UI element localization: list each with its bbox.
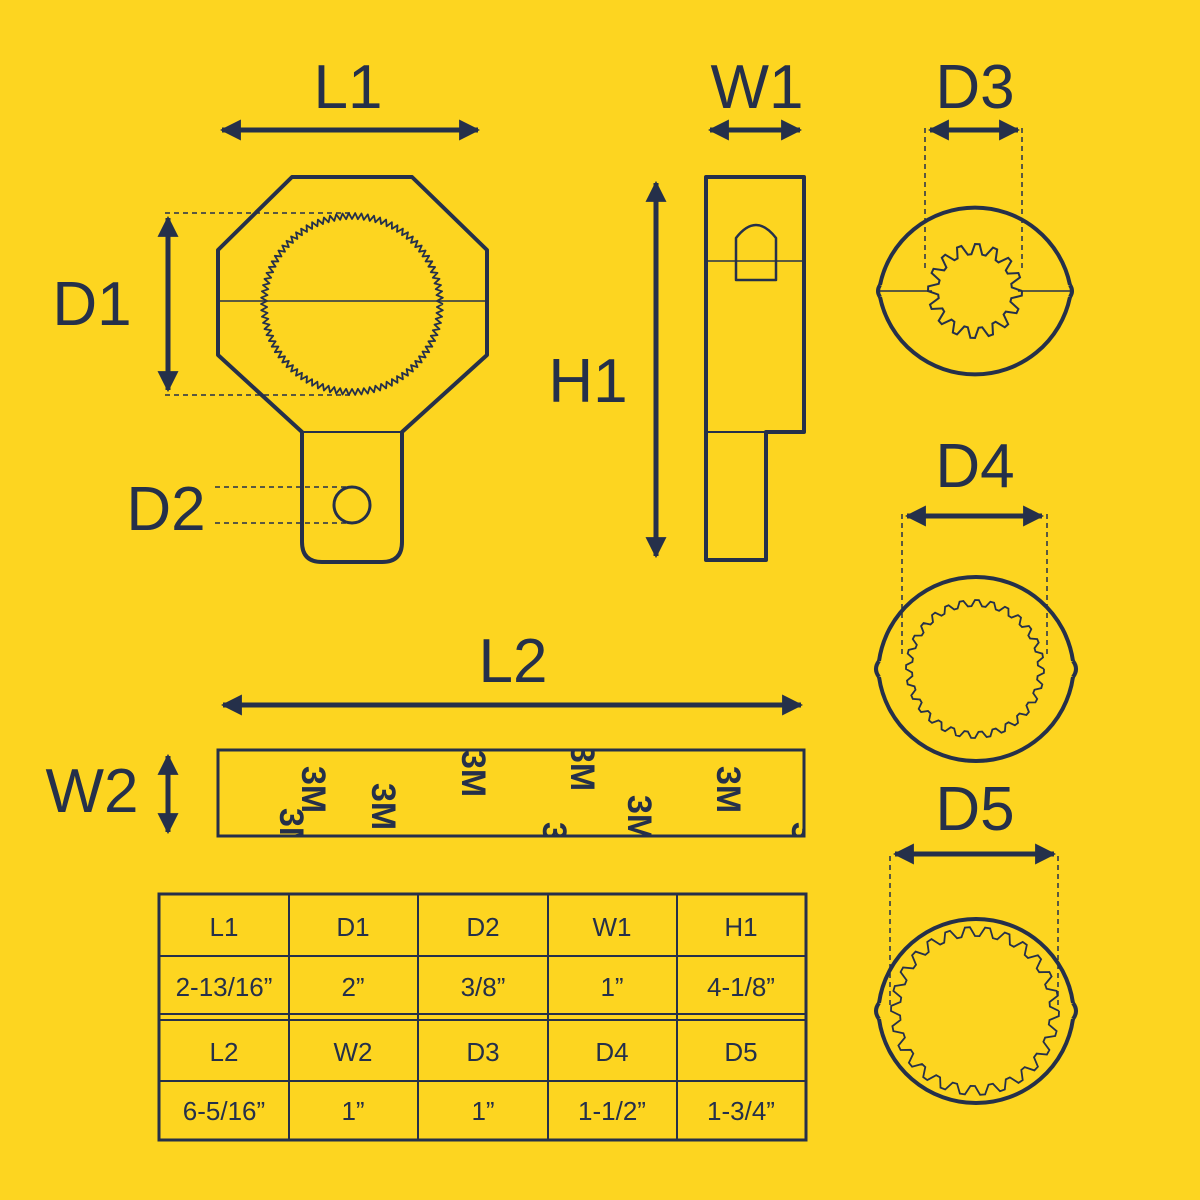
clamp-top-view: [216, 175, 489, 564]
tape-logo: 3M: [784, 822, 822, 869]
table-cell: D1: [336, 912, 369, 942]
insert-d4: [874, 514, 1078, 764]
side-bolt-slot: [734, 223, 778, 282]
table-cell: D2: [466, 912, 499, 942]
label-d4: D4: [935, 432, 1014, 501]
clamp-tab-hole: [332, 485, 372, 525]
label-l2: L2: [479, 627, 548, 696]
insert-d4-serrated-bore: [905, 599, 1045, 739]
spec-table-row: L1 D1 D2 W1 H1: [210, 912, 758, 942]
label-d3: D3: [935, 53, 1014, 122]
table-cell: D3: [466, 1037, 499, 1067]
table-cell: W2: [334, 1037, 373, 1067]
tape-logo: 3M: [620, 795, 658, 842]
insert-d5-ring: [877, 916, 1075, 1106]
label-d2: D2: [126, 475, 205, 544]
spec-table-row: 6-5/16” 1” 1” 1-1/2” 1-3/4”: [183, 1096, 775, 1126]
label-w2: W2: [46, 757, 139, 826]
spec-table-row: 2-13/16” 2” 3/8” 1” 4-1/8”: [176, 972, 775, 1002]
table-cell: 2”: [341, 972, 364, 1002]
table-cell: L2: [210, 1037, 239, 1067]
table-cell: 4-1/8”: [707, 972, 775, 1002]
table-cell: 2-13/16”: [176, 972, 273, 1002]
table-cell: 1-3/4”: [707, 1096, 775, 1126]
label-d1: D1: [52, 270, 131, 339]
tape-logo: 3M: [535, 822, 573, 869]
insert-d4-ring: [877, 574, 1075, 764]
spec-table-row: L2 W2 D3 D4 D5: [210, 1037, 758, 1067]
table-cell: 1”: [341, 1096, 364, 1126]
d1-dimension: [157, 212, 352, 396]
table-cell: L1: [210, 912, 239, 942]
tape-outline: [216, 748, 806, 838]
label-l1: L1: [314, 53, 383, 122]
clamp-body-outline: [216, 175, 489, 564]
insert-d5: [874, 856, 1078, 1106]
insert-d3-serrated-bore: [926, 242, 1023, 340]
tape-logo: 3M: [563, 744, 601, 791]
table-cell: W1: [593, 912, 632, 942]
tape-logo: 3M: [294, 766, 332, 813]
d2-dimension: [215, 486, 352, 524]
insert-d3-ring: [878, 205, 1072, 377]
table-cell: 3/8”: [461, 972, 506, 1002]
table-cell: D4: [595, 1037, 628, 1067]
tape-logo: 3M: [709, 766, 747, 813]
insert-d5-serrated-bore: [890, 926, 1060, 1096]
label-w1: W1: [711, 53, 804, 122]
tape-logo: 3M: [272, 808, 310, 855]
adhesive-tape: 3M 3M 3M 3M 3M 3M 3M 3M 3M: [216, 744, 822, 869]
clamp-side-view: [704, 175, 806, 562]
table-cell: 1-1/2”: [578, 1096, 646, 1126]
label-h1: H1: [548, 347, 627, 416]
table-cell: 1”: [600, 972, 623, 1002]
side-body-outline: [704, 175, 806, 562]
tape-logo: 3M: [454, 750, 492, 797]
table-cell: H1: [724, 912, 757, 942]
clamp-serrated-bore: [260, 212, 444, 396]
table-cell: 6-5/16”: [183, 1096, 265, 1126]
table-cell: D5: [724, 1037, 757, 1067]
insert-d3: [876, 128, 1074, 377]
label-d5: D5: [935, 775, 1014, 844]
spec-table: [157, 892, 808, 1142]
table-cell: 1”: [471, 1096, 494, 1126]
tape-logo: 3M: [364, 783, 402, 830]
